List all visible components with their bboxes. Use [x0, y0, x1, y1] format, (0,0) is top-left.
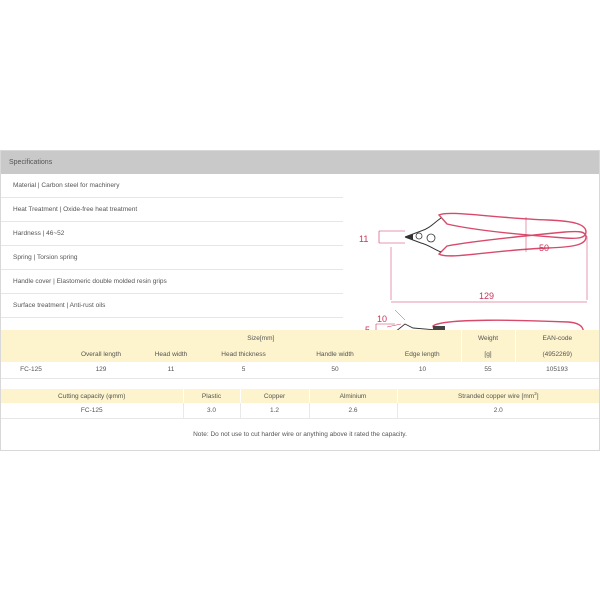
capacity-row: FC-125 3.0 1.2 2.6 2.0	[1, 403, 599, 419]
pliers-technical-drawing: 11 50 129	[343, 174, 600, 344]
upper-handle	[437, 212, 587, 240]
plastic-header: Plastic	[182, 389, 240, 403]
dim-129-label: 129	[479, 291, 494, 301]
side-handle	[432, 319, 584, 344]
dim-edge-length: 10	[377, 309, 406, 328]
spec-item-surface-treatment: Surface treatment | Anti-rust oils	[1, 294, 343, 318]
weight-unit: [g]	[460, 346, 516, 362]
dim-handle-width: 50	[525, 217, 549, 253]
specifications-header: Specifications	[1, 151, 599, 174]
capacity-header-row: Cutting capacity (φmm) Plastic Copper Al…	[1, 389, 599, 403]
capacity-model-cell: FC-125	[1, 403, 183, 419]
plastic-value: 3.0	[182, 403, 240, 419]
dim-50-label: 50	[539, 243, 549, 253]
size-table-header-row-2: Overall length Head width Head thickness…	[1, 346, 600, 362]
dim-10-label: 10	[377, 314, 387, 324]
dim-11-label: 11	[359, 234, 368, 244]
spec-item-handle-cover: Handle cover | Elastomeric double molded…	[1, 270, 343, 294]
model-header-cell	[1, 330, 61, 346]
ean-prefix: (4952269)	[514, 346, 600, 362]
col-head-width: Head width	[141, 346, 201, 362]
head-thickness-value: 5	[201, 362, 286, 379]
size-table: Size[mm] Weight EAN-code Overall length …	[1, 330, 600, 379]
alminium-value: 2.6	[308, 403, 397, 419]
copper-header: Copper	[239, 389, 309, 403]
edge-length-value: 10	[384, 362, 462, 379]
alminium-header: Alminium	[308, 389, 397, 403]
pliers-side-view	[394, 319, 584, 344]
weight-value: 55	[461, 362, 516, 379]
head-width-value: 11	[141, 362, 201, 379]
side-head-block	[433, 326, 445, 332]
spec-item-spring: Spring | Torsion spring	[1, 246, 343, 270]
ean-value: 105193	[515, 362, 600, 379]
pivot-hole	[415, 232, 423, 240]
stranded-copper-header: Stranded copper wire [mm2]	[396, 389, 599, 403]
size-table-row: FC-125 129 11 5 50 10 55 105193	[1, 362, 600, 379]
handle-width-value: 50	[286, 362, 384, 379]
pliers-jaw	[405, 234, 413, 240]
dim-overall-length: 129	[390, 236, 588, 303]
stranded-copper-label: Stranded copper wire [mm	[457, 393, 535, 401]
col-head-thickness: Head thickness	[201, 346, 286, 362]
col-overall-length: Overall length	[61, 346, 141, 362]
lower-handle	[437, 230, 587, 257]
spec-item-material: Material | Carbon steel for machinery	[1, 174, 343, 198]
spec-item-heat-treatment: Heat Treatment | Oxide-free heat treatme…	[1, 198, 343, 222]
col-handle-width: Handle width	[286, 346, 384, 362]
usage-note: Note: Do not use to cut harder wire or a…	[193, 431, 407, 438]
overall-length-value: 129	[61, 362, 141, 379]
size-table-header-row-1: Size[mm] Weight EAN-code	[1, 330, 600, 346]
dim-head-width: 11	[359, 230, 405, 244]
pliers-top-view	[404, 212, 587, 257]
product-spec-sheet: Specifications Material | Carbon steel f…	[0, 150, 600, 451]
capacity-table: Cutting capacity (φmm) Plastic Copper Al…	[1, 389, 599, 419]
weight-header: Weight	[460, 330, 516, 346]
pliers-drawing-svg: 11 50 129	[359, 212, 588, 344]
col-edge-length: Edge length	[384, 346, 462, 362]
ean-header: EAN-code	[514, 330, 600, 346]
spec-list: Material | Carbon steel for machinery He…	[1, 174, 343, 318]
stranded-copper-sup: 2	[534, 391, 537, 397]
specifications-body: Material | Carbon steel for machinery He…	[1, 174, 600, 344]
model-header-cell-2	[1, 346, 61, 362]
pliers-head	[404, 217, 442, 253]
cutting-capacity-header: Cutting capacity (φmm)	[1, 389, 183, 403]
stranded-copper-close: ]	[536, 393, 539, 401]
copper-value: 1.2	[239, 403, 309, 419]
spec-item-hardness: Hardness | 46~52	[1, 222, 343, 246]
stranded-copper-value: 2.0	[396, 403, 599, 419]
model-cell: FC-125	[1, 362, 61, 379]
pivot-rivet	[426, 233, 436, 243]
size-group-header: Size[mm]	[61, 330, 462, 346]
